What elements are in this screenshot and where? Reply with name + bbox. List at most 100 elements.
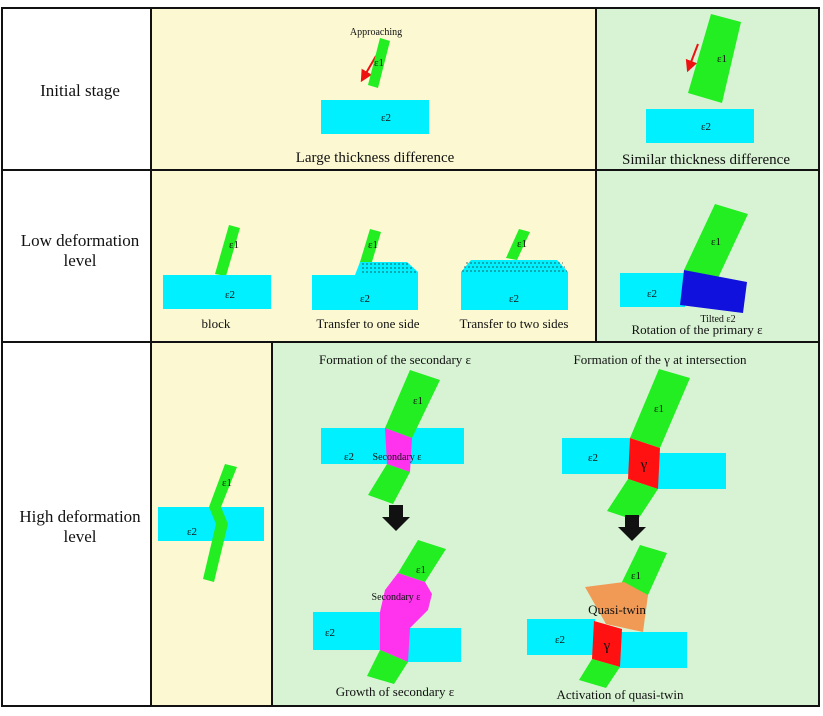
secondary-epsilon-grown — [380, 573, 432, 662]
e2-label: ε2 — [325, 627, 335, 639]
high-secondary-growth: ε1 ε2 Secondary ε Growth of secondary ε — [313, 540, 461, 699]
quasi-twin-label: Quasi-twin — [588, 602, 646, 617]
transfer-lines — [362, 263, 416, 273]
epsilon1-band — [215, 225, 240, 276]
block-caption: block — [202, 316, 231, 331]
gamma-label: γ — [603, 638, 611, 654]
row-label-high-2: level — [63, 527, 96, 546]
table-grid — [1, 7, 820, 707]
e2-label: ε2 — [225, 289, 235, 301]
transfer-lines — [462, 262, 567, 272]
e1-label: ε1 — [374, 57, 384, 69]
epsilon1-band — [506, 229, 530, 260]
cell-initial-label — [2, 8, 151, 170]
epsilon2-plate-right — [658, 453, 726, 489]
e1-label: ε1 — [413, 395, 423, 407]
low-two-sides-scene: ε1 ε2 Transfer to two sides — [460, 229, 569, 331]
e1-label: ε1 — [717, 53, 727, 65]
e1-label: ε1 — [222, 477, 232, 489]
panel-initial-large — [151, 8, 596, 170]
approach-arrow — [360, 55, 377, 83]
cell-high-label — [2, 342, 151, 706]
quasi-twin-region — [585, 582, 648, 632]
epsilon1-zigzag — [203, 464, 237, 582]
epsilon2-plate-left — [562, 438, 630, 474]
e2-label: ε2 — [588, 452, 598, 464]
epsilon2-plate-bulged — [312, 262, 418, 310]
gamma-phase — [592, 621, 622, 667]
secondary-label: Secondary ε — [373, 452, 422, 463]
epsilon1-band-lower — [579, 659, 620, 688]
e2-label: ε2 — [344, 451, 354, 463]
formation-gamma-caption: Formation of the γ at intersection — [574, 352, 747, 367]
secondary-epsilon — [385, 428, 412, 472]
epsilon2-plate — [163, 275, 271, 309]
epsilon2-plate — [321, 100, 429, 134]
low-rotation-scene: ε1 ε2 Tilted ε2 Rotation of the primary … — [620, 204, 763, 337]
e2-label: ε2 — [509, 293, 519, 305]
row-label-low-1: Low deformation — [21, 231, 140, 250]
high-quasi-twin: ε1 Quasi-twin ε2 γ Activation of quasi-t… — [527, 545, 687, 702]
low-one-side-scene: ε1 ε2 Transfer to one side — [312, 229, 420, 331]
epsilon1-band — [368, 38, 390, 88]
epsilon2-plate — [620, 273, 685, 307]
high-gamma-formation: Formation of the γ at intersection ε1 ε2… — [562, 352, 747, 541]
gamma-label: γ — [640, 457, 648, 473]
one-side-caption: Transfer to one side — [316, 316, 419, 331]
epsilon2-plate-bulged — [461, 260, 568, 310]
row-label-low-2: level — [63, 251, 96, 270]
tilted-e2-block — [680, 270, 747, 313]
gamma-phase — [628, 438, 660, 489]
epsilon1-band-lower — [368, 464, 410, 504]
e1-label: ε1 — [654, 403, 664, 415]
e1-label: ε1 — [517, 238, 527, 250]
epsilon2-plate-right — [408, 628, 461, 662]
formation-secondary-caption: Formation of the secondary ε — [319, 352, 472, 367]
e1-label: ε1 — [631, 570, 641, 582]
down-arrow — [618, 515, 646, 541]
approaching-label: Approaching — [350, 27, 402, 38]
activation-caption: Activation of quasi-twin — [556, 687, 684, 702]
epsilon1-band-upper — [398, 540, 446, 582]
e2-label: ε2 — [381, 112, 391, 124]
epsilon2-plate-left — [527, 619, 595, 655]
initial-large-scene: Approaching ε1 ε2 Large thickness differ… — [296, 27, 455, 166]
epsilon1-band-lower — [367, 650, 408, 684]
epsilon2-plate-left — [313, 612, 380, 650]
e1-label: ε1 — [368, 239, 378, 251]
rotation-caption: Rotation of the primary ε — [631, 322, 763, 337]
secondary-label-2: Secondary ε — [372, 592, 421, 603]
large-thickness-caption: Large thickness difference — [296, 150, 455, 166]
two-sides-caption: Transfer to two sides — [460, 316, 569, 331]
down-arrow — [382, 505, 410, 531]
high-zigzag-scene: ε1 ε2 — [158, 464, 264, 582]
epsilon1-band-thick — [688, 14, 741, 103]
epsilon1-band-upper — [385, 370, 440, 438]
epsilon1-band-upper — [620, 545, 667, 595]
growth-caption: Growth of secondary ε — [336, 684, 455, 699]
row-label-initial: Initial stage — [40, 81, 120, 100]
e2-label: ε2 — [701, 121, 711, 133]
e2-label: ε2 — [647, 288, 657, 300]
tilted-label: Tilted ε2 — [700, 314, 735, 325]
e1-label: ε1 — [229, 239, 239, 251]
epsilon1-band-upper — [630, 369, 690, 448]
approach-arrow-2 — [685, 43, 699, 73]
initial-similar-scene: ε1 ε2 Similar thickness difference — [622, 14, 790, 168]
high-secondary-formation: Formation of the secondary ε ε1 ε2 Secon… — [319, 352, 472, 531]
epsilon1-band-thick — [684, 204, 748, 278]
e2-label: ε2 — [555, 634, 565, 646]
cell-low-label — [2, 170, 151, 342]
similar-thickness-caption: Similar thickness difference — [622, 152, 790, 168]
e2-label: ε2 — [187, 526, 197, 538]
epsilon1-band-lower — [607, 479, 658, 521]
row-label-high-1: High deformation — [19, 507, 141, 526]
epsilon2-plate — [646, 109, 754, 143]
e1-label: ε1 — [711, 236, 721, 248]
e1-label: ε1 — [416, 564, 426, 576]
e2-label: ε2 — [360, 293, 370, 305]
low-block-scene: ε1 ε2 block — [163, 225, 271, 331]
epsilon2-plate-right — [620, 632, 687, 668]
epsilon2-plate — [158, 507, 264, 541]
